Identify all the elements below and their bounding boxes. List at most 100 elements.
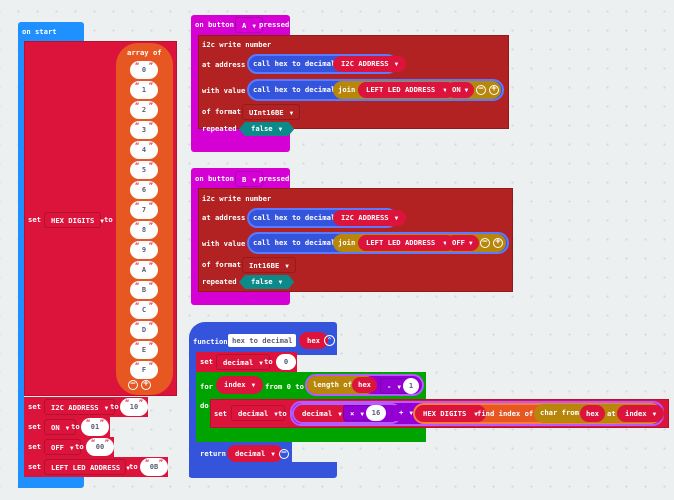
array-of-label: array of — [127, 48, 162, 57]
join-remove-icon[interactable]: − — [476, 85, 486, 95]
array-item[interactable]: 1 — [130, 77, 158, 99]
function-name-input[interactable]: hex to decimal — [228, 334, 296, 347]
i2c-address-var-a[interactable]: I2C ADDRESS▼ — [333, 56, 407, 72]
set-label: set — [200, 357, 213, 366]
off-value[interactable]: 00 — [86, 434, 114, 456]
array-item[interactable]: 3 — [130, 117, 158, 139]
i2c-address-value[interactable]: 10 — [120, 394, 148, 416]
off-var-b[interactable]: OFF▼ — [446, 235, 479, 251]
char-arg-hex[interactable]: hex — [580, 405, 605, 422]
array-item[interactable]: 6 — [130, 177, 158, 199]
dropdown-arrow-icon: ▼ — [443, 240, 447, 247]
button-b-dropdown[interactable]: B▼ — [235, 171, 263, 187]
init-value[interactable]: 0 — [276, 354, 296, 370]
to-label: to — [110, 402, 119, 411]
dropdown-arrow-icon: ▼ — [394, 215, 399, 222]
array-item[interactable]: 7 — [130, 197, 158, 219]
loop-var-index[interactable]: index▼ — [216, 376, 264, 394]
format-dropdown-b[interactable]: Int16BE▼ — [242, 257, 296, 273]
on-dropdown[interactable]: ON▼ — [44, 419, 77, 435]
off-dropdown[interactable]: OFF▼ — [44, 439, 81, 455]
return-remove-icon[interactable]: − — [279, 449, 289, 459]
array-item[interactable]: F — [130, 357, 158, 379]
left-led-address-dropdown[interactable]: LEFT LED ADDRESS▼ — [44, 459, 130, 475]
array-item[interactable]: 2 — [130, 97, 158, 119]
on-start-block[interactable] — [18, 22, 84, 36]
on-value[interactable]: 01 — [81, 414, 109, 436]
on-var-a[interactable]: ON▼ — [446, 82, 475, 98]
array-item[interactable]: 5 — [130, 157, 158, 179]
array-item[interactable]: D — [130, 317, 158, 339]
button-a-dropdown[interactable]: A▼ — [235, 17, 263, 33]
on-button-label: on button — [195, 20, 234, 29]
array-add-icon[interactable]: + — [141, 380, 151, 390]
dropdown-arrow-icon: ▼ — [397, 384, 401, 391]
array-item[interactable]: 9 — [130, 237, 158, 259]
on-start-left-bar — [18, 36, 24, 488]
do-label: do — [200, 401, 209, 410]
set-label: set — [28, 462, 41, 471]
to-label: to — [129, 462, 138, 471]
dropdown-arrow-icon: ▼ — [274, 411, 278, 418]
minus-value[interactable]: 1 — [403, 378, 419, 394]
dropdown-arrow-icon: ▼ — [271, 451, 275, 458]
join-add-icon[interactable]: + — [493, 238, 503, 248]
i2c-write-label: i2c write number — [202, 194, 272, 203]
dropdown-arrow-icon: ▼ — [394, 61, 399, 68]
function-foot — [189, 462, 337, 478]
left-led-address-var-a[interactable]: LEFT LED ADDRESS▼ — [358, 82, 455, 98]
function-param-hex[interactable]: hex — [299, 332, 328, 349]
char-index-var[interactable]: index▼ — [617, 405, 665, 422]
function-left-bar — [189, 355, 196, 477]
repeated-false-a[interactable]: false▼ — [239, 122, 294, 136]
plus-op-dropdown[interactable]: +▼ — [393, 405, 419, 421]
hex-digits-dropdown[interactable]: HEX DIGITS▼ — [44, 212, 104, 228]
dropdown-arrow-icon: ▼ — [474, 411, 478, 418]
array-item[interactable]: 4 — [130, 137, 158, 159]
to-label: to — [278, 409, 287, 418]
i2c-address-var-b[interactable]: I2C ADDRESS▼ — [333, 210, 407, 226]
return-var-decimal[interactable]: decimal▼ — [227, 445, 283, 462]
left-led-address-var-b[interactable]: LEFT LED ADDRESS▼ — [358, 235, 455, 251]
dropdown-arrow-icon: ▼ — [338, 411, 342, 418]
array-item[interactable]: B — [130, 277, 158, 299]
find-array-hex-digits[interactable]: HEX DIGITS▼ — [415, 405, 486, 422]
length-arg-hex[interactable]: hex — [352, 377, 377, 393]
of-format-label: of format — [202, 107, 241, 116]
collapse-params-icon[interactable]: ⌃ — [324, 335, 335, 346]
format-dropdown-a[interactable]: UInt16BE▼ — [242, 104, 301, 120]
mul-var-decimal[interactable]: decimal▼ — [294, 405, 350, 422]
array-item[interactable]: A — [130, 257, 158, 279]
dropdown-arrow-icon: ▼ — [278, 126, 283, 133]
inner-decimal-dropdown[interactable]: decimal▼ — [231, 405, 285, 421]
dropdown-arrow-icon: ▼ — [252, 177, 256, 184]
for-label: for — [200, 382, 213, 391]
dropdown-arrow-icon: ▼ — [100, 218, 104, 225]
join-remove-icon[interactable]: − — [480, 238, 490, 248]
on-start-foot — [18, 476, 84, 488]
dropdown-arrow-icon: ▼ — [259, 360, 263, 367]
set-label: set — [28, 215, 41, 224]
repeated-false-b[interactable]: false▼ — [239, 275, 294, 289]
i2c-address-dropdown[interactable]: I2C ADDRESS▼ — [44, 399, 116, 415]
array-item[interactable]: 8 — [130, 217, 158, 239]
join-add-icon[interactable]: + — [489, 85, 499, 95]
array-remove-icon[interactable]: − — [128, 380, 138, 390]
dropdown-arrow-icon: ▼ — [285, 263, 289, 270]
on-start-label: on start — [22, 27, 57, 36]
array-item[interactable]: 0 — [130, 57, 158, 79]
i2c-write-label: i2c write number — [202, 40, 272, 49]
left-led-address-value[interactable]: 0B — [140, 454, 168, 476]
array-item[interactable]: C — [130, 297, 158, 319]
dropdown-arrow-icon: ▼ — [252, 23, 256, 30]
mul-value[interactable]: 16 — [366, 405, 386, 421]
dropdown-arrow-icon: ▼ — [278, 279, 283, 286]
decimal-dropdown[interactable]: decimal▼ — [216, 354, 270, 370]
with-value-label: with value — [202, 86, 246, 95]
dropdown-arrow-icon: ▼ — [468, 240, 473, 247]
array-item[interactable]: E — [130, 337, 158, 359]
find-index-label: find index of — [477, 409, 534, 418]
at-address-label: at address — [202, 60, 246, 69]
pressed-label: pressed — [259, 20, 290, 29]
from-to-label: from 0 to — [265, 382, 304, 391]
